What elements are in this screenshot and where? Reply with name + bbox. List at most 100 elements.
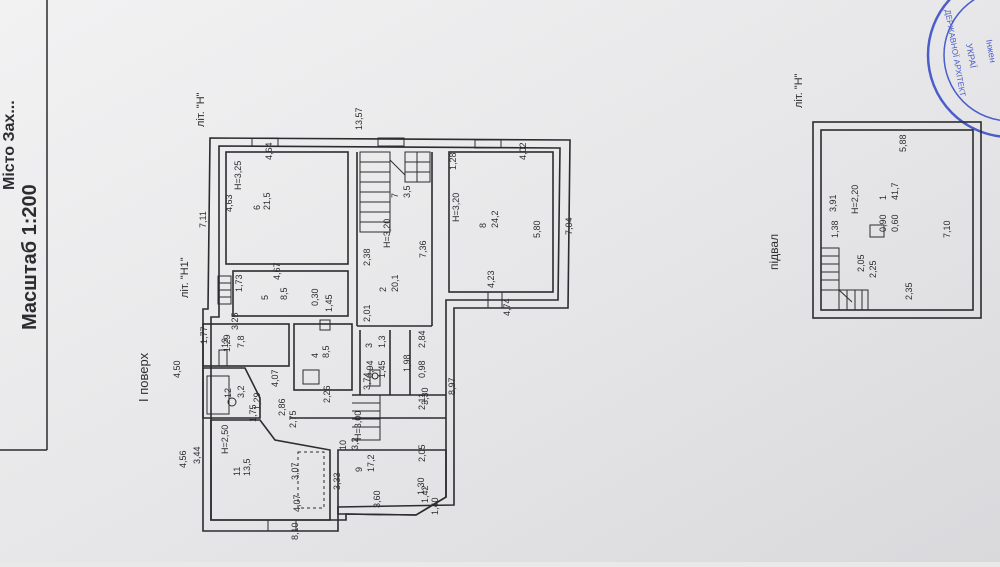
basement-dimension-label: 0,90	[878, 214, 888, 232]
basement-title: літ. "Н"	[793, 73, 805, 108]
basement-plan	[812, 121, 982, 319]
plan-dimension-label: 1,45	[377, 360, 387, 378]
plan-dimension-label: 8,5	[279, 287, 289, 300]
floor-title: І поверх	[136, 352, 151, 402]
plan-dimension-label: 1,98	[402, 354, 412, 372]
basement-side-label: підвал	[767, 234, 781, 270]
plan-dimension-label: H=3,25	[233, 161, 243, 190]
lit-h1-label: літ. "Н1"	[179, 257, 191, 298]
plan-dimension-label: 1,77	[199, 326, 209, 344]
plan-dimension-label: H=2,50	[220, 425, 230, 454]
plan-dimension-label: 8,5	[321, 345, 331, 358]
plan-dimension-label: 2,11	[417, 393, 427, 410]
plan-dimension-label: 2,01	[362, 304, 372, 322]
plan-dimension-label: H=3,00	[353, 411, 363, 440]
plan-dimension-label: 1,73	[234, 274, 244, 292]
plan-dimension-label: 0,30	[310, 288, 320, 306]
lit-h-label: літ. "Н"	[195, 92, 207, 127]
plan-dimension-label: 0,98	[417, 360, 427, 378]
basement-dimension-label: 2,35	[904, 282, 914, 300]
sheet-header: Місто Зах... Масштаб 1:200	[0, 0, 48, 451]
plan-dimension-label: 3,74	[362, 372, 372, 390]
plan-dimension-label: 3,33	[332, 472, 342, 490]
plan-dimension-label: 2,86	[277, 398, 287, 416]
plan-dimension-label: 5	[260, 295, 270, 300]
plan-dimension-label: 2,75	[288, 410, 298, 428]
basement-dimension-label: 1	[878, 195, 888, 200]
plan-dimension-label: 3,5	[402, 185, 412, 198]
plan-dimension-label: 9	[354, 467, 364, 472]
plan-dimension-label: 2,05	[417, 444, 427, 462]
plan-dimension-label: 3,07	[290, 462, 300, 480]
plan-dimension-label: 3,25	[230, 312, 240, 330]
plan-dimension-label: 3,2	[350, 437, 360, 450]
basement-dimension-label: 0,60	[890, 214, 900, 232]
plan-dimension-label: 24,2	[490, 210, 500, 228]
plan-dimension-label: 0,94	[365, 360, 375, 378]
plan-dimension-label: 20,1	[390, 274, 400, 292]
plan-dimension-label: 1,3	[377, 335, 387, 348]
plan-dimension-label: 8	[478, 223, 488, 228]
plan-dimension-label: 1,40	[430, 497, 440, 515]
plan-dimension-label: 12	[223, 388, 233, 398]
basement-dimension-label: 7,10	[942, 220, 952, 238]
plan-dimension-label: 4,67	[272, 262, 282, 280]
plan-dimension-label: 2,26	[322, 385, 332, 403]
basement-dimension-label: 3,91	[828, 194, 838, 212]
basement-dimension-label: 5,88	[898, 134, 908, 152]
plan-dimension-label: 8,10	[290, 522, 300, 540]
plan-dimension-label: H=3,20	[451, 193, 461, 222]
plan-dimension-label: H=3,20	[382, 219, 392, 248]
plan-dimension-label: 4,63	[224, 194, 234, 212]
scale-label: Масштаб 1:200	[19, 184, 41, 330]
plan-dimension-label: 4,64	[264, 142, 274, 160]
plan-dimension-label: 7,04	[564, 217, 574, 235]
plan-dimension-label: 2,38	[362, 248, 372, 266]
city-header-text: Місто Зах...	[1, 100, 18, 190]
basement-dimension-label: 2,05	[856, 254, 866, 272]
plan-dimension-label: 1,45	[324, 294, 334, 312]
plan-dimension-label: 8,97	[447, 377, 457, 395]
plan-dimension-label: 6	[252, 205, 262, 210]
plan-dimension-label: 4	[310, 353, 320, 358]
plan-dimension-label: 1,29	[222, 334, 232, 352]
plan-dimension-label: 5,80	[532, 220, 542, 238]
plan-dimension-label: 10	[338, 440, 348, 450]
plan-dimension-label: 4,50	[172, 360, 182, 378]
plan-dimension-label: 4,07	[270, 369, 280, 387]
svg-text:УКРАЇ: УКРАЇ	[964, 43, 978, 70]
plan-dimension-label: 1,30	[416, 477, 426, 495]
plan-dimension-label: 1,42	[420, 485, 430, 503]
plan-dimension-label: 7,11	[198, 211, 208, 228]
basement-dimension-label: 41,7	[890, 182, 900, 200]
plan-dimension-label: 17,2	[366, 454, 376, 472]
plan-dimension-label: 1,28	[448, 152, 458, 170]
plan-dimension-label: 3,60	[372, 490, 382, 508]
plan-dimension-label: 13	[220, 338, 230, 348]
plan-dimension-label: 13,57	[354, 107, 364, 130]
plan-dimension-label: 3	[364, 343, 374, 348]
plan-dimension-label: 21,5	[262, 192, 272, 210]
plan-dimension-label: 7,8	[236, 335, 246, 348]
plan-dimension-label: 1,75	[248, 404, 258, 422]
plan-dimension-label: 3,30	[420, 387, 430, 405]
svg-text:Інжен: Інжен	[984, 39, 998, 64]
plan-dimension-label: 2	[378, 287, 388, 292]
plan-dimension-label: 2,84	[417, 330, 427, 348]
plan-dimension-label: 4,23	[486, 270, 496, 288]
plan-dimension-label: 1,29	[252, 392, 262, 410]
plan-dimension-label: 4,02	[518, 142, 528, 160]
basement-dimension-label: 1,38	[830, 220, 840, 238]
main-floor-plan	[202, 137, 571, 532]
plan-dimension-label: 3,44	[192, 446, 202, 464]
plan-dimension-label: 4,74	[502, 298, 512, 316]
plan-dimension-label: 4,07	[292, 494, 302, 512]
basement-dimension-label: H=2,20	[850, 185, 860, 214]
plan-dimension-label: 4,56	[178, 450, 188, 468]
plan-dimension-label: 7	[390, 193, 400, 198]
plan-dimension-label: 11	[232, 467, 242, 476]
plan-dimension-label: 13,5	[242, 458, 252, 476]
